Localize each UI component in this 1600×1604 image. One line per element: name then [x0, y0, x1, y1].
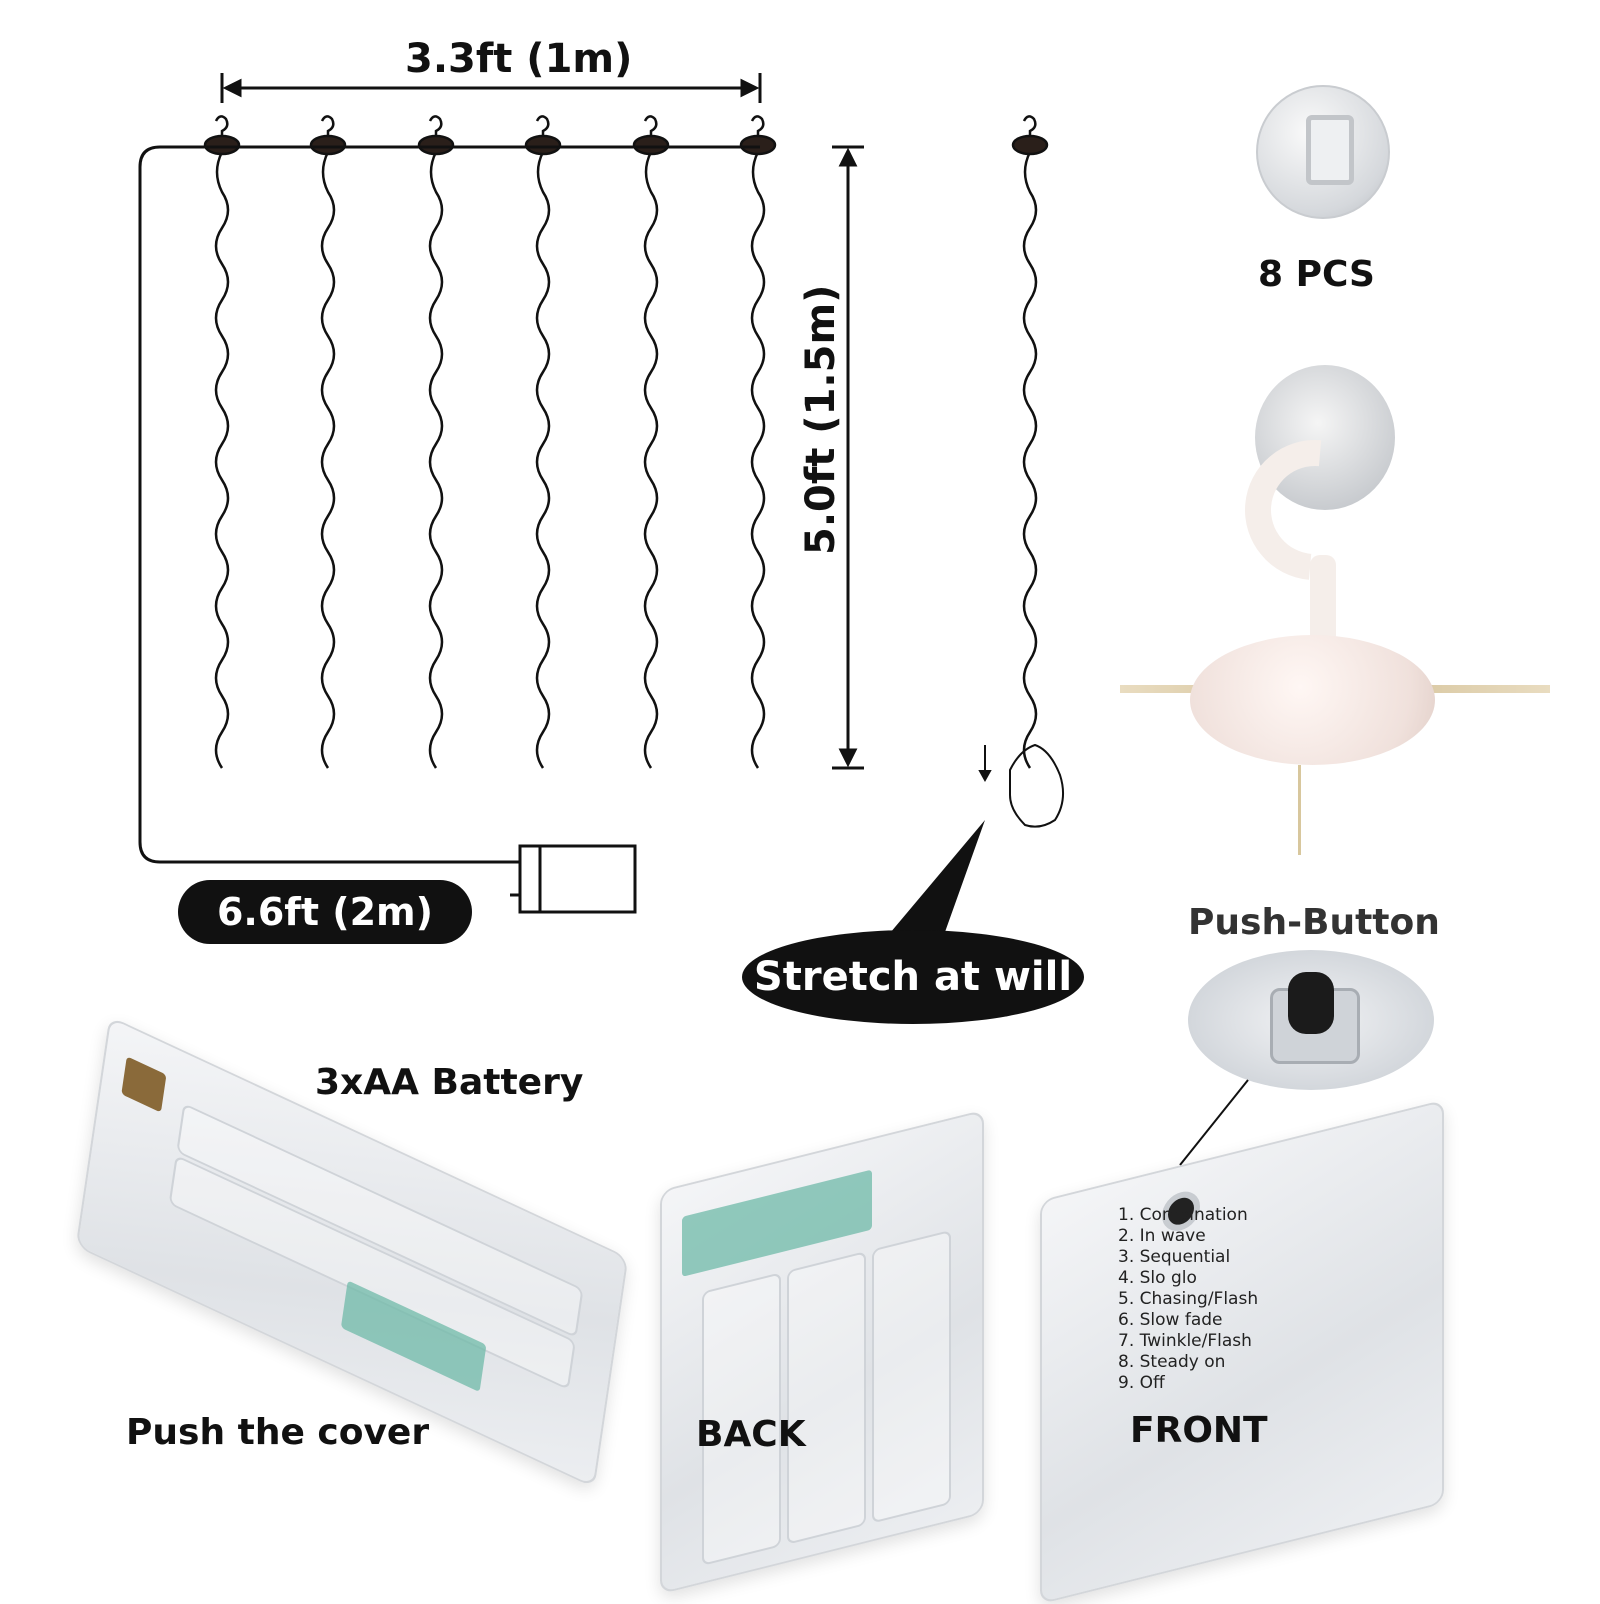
push-button-label: Push-Button — [1188, 902, 1440, 943]
light-strand — [428, 151, 444, 769]
light-strand — [535, 151, 551, 769]
curtain-light-diagram — [138, 73, 1065, 960]
stretch-callout: Stretch at will — [742, 930, 1084, 1024]
hook-icon — [524, 134, 562, 156]
hook-icon — [739, 134, 777, 156]
width-label: 3.3ft (1m) — [405, 36, 633, 82]
mode-item: 8. Steady on — [1118, 1352, 1226, 1372]
battery-type-label: 3xAA Battery — [315, 1062, 584, 1103]
hook-curl — [1022, 115, 1037, 137]
hook-icon — [309, 134, 347, 156]
mode-item: 7. Twinkle/Flash — [1118, 1331, 1252, 1351]
hook-icon — [203, 134, 241, 156]
mode-list: 1. Combination 2. In wave 3. Sequential … — [1118, 1205, 1258, 1394]
height-dimension-arrow — [832, 145, 864, 770]
speech-pointer — [880, 820, 985, 960]
front-label: FRONT — [1130, 1410, 1268, 1451]
light-strand — [643, 151, 659, 769]
mode-item: 3. Sequential — [1118, 1247, 1231, 1267]
main-wire — [138, 145, 520, 864]
hook-curl — [428, 115, 443, 137]
pull-down-arrow-icon — [978, 745, 992, 783]
hook-curl — [214, 115, 229, 137]
hook-icon — [417, 134, 455, 156]
mode-item: 6. Slow fade — [1118, 1310, 1223, 1330]
hook-curl — [750, 115, 765, 137]
hook-curl — [643, 115, 658, 137]
mode-item: 1. Combination — [1118, 1205, 1248, 1225]
push-button-icon — [1288, 972, 1334, 1034]
height-label: 5.0ft (1.5m) — [798, 284, 844, 555]
push-button-closeup-photo — [1188, 950, 1434, 1090]
hand-icon — [1009, 743, 1065, 828]
light-strand — [320, 151, 336, 769]
light-strand — [1022, 151, 1038, 769]
battery-box-back-photo — [660, 1109, 984, 1595]
mode-item: 4. Slo glo — [1118, 1268, 1197, 1288]
hooks-count: 8 PCS — [1258, 254, 1375, 295]
battery-box-icon — [518, 844, 637, 914]
hook-icon — [632, 134, 670, 156]
hook-icon — [1011, 134, 1049, 156]
hook-curl — [320, 115, 335, 137]
mode-item: 2. In wave — [1118, 1226, 1206, 1246]
light-strand — [750, 151, 766, 769]
lead-length-badge: 6.6ft (2m) — [178, 880, 472, 944]
back-label: BACK — [696, 1414, 806, 1455]
width-dimension-arrow — [220, 73, 762, 103]
mode-item: 5. Chasing/Flash — [1118, 1289, 1259, 1309]
mode-item: 9. Off — [1118, 1373, 1165, 1393]
push-cover-label: Push the cover — [126, 1412, 430, 1453]
light-strand — [214, 151, 230, 769]
hook-mounted-photo — [1120, 365, 1550, 855]
adhesive-hook-photo — [1256, 85, 1390, 219]
hook-curl — [535, 115, 550, 137]
